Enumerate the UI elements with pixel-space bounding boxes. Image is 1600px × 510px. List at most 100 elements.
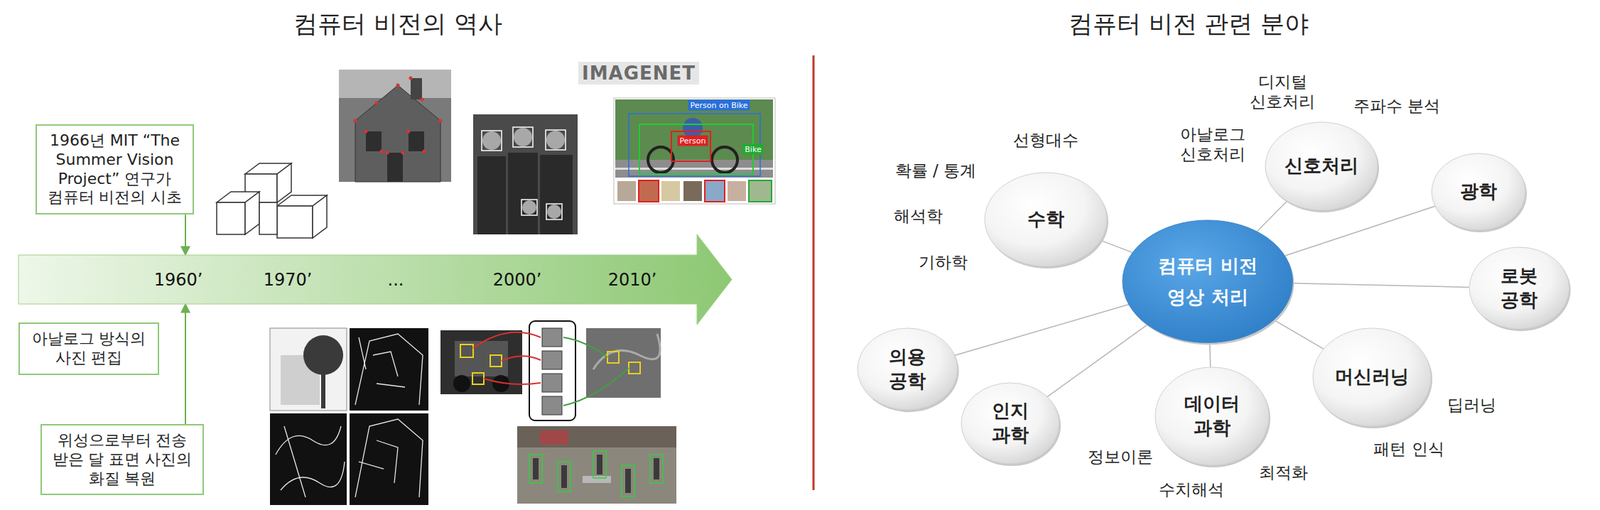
divider-line: [813, 55, 815, 491]
field-ellipse: 로봇 공학: [1467, 245, 1572, 332]
faces-photo-part: [547, 204, 562, 219]
feature-matching-figure-part: [483, 378, 541, 385]
imagenet-collage-part: [660, 180, 681, 202]
field-label: 패턴 인식: [1373, 438, 1444, 461]
imagenet-collage-part: [704, 180, 725, 202]
faces-photo-part: [522, 200, 537, 215]
edge-detection-panels-part: [275, 333, 423, 498]
imagenet-collage-part: [726, 180, 747, 202]
feature-matching-figure-part: [607, 351, 641, 374]
imagenet-collage-part: [748, 180, 772, 202]
edge-detection-panels-part: [275, 426, 345, 498]
feature-matching-figure-part: [586, 328, 661, 398]
box-text: 1966년 MIT “The Summer Vision Project” 연구…: [41, 131, 189, 208]
feature-matching-figure-part: [490, 355, 502, 367]
ellipse-fill: [984, 172, 1107, 267]
center-ellipse: 컴퓨터 비전 영상 처리: [1120, 218, 1295, 345]
imagenet-collage-part: [639, 124, 754, 175]
house-photo-part: [396, 83, 400, 88]
feature-matching-figure-part: [542, 373, 562, 393]
field-ellipse: 머신러닝: [1310, 326, 1434, 429]
field-label: 해석학: [893, 205, 943, 228]
connector: [1273, 319, 1324, 349]
house-photo-part: [365, 131, 382, 152]
faces-photo-part: [546, 130, 565, 150]
imagenet-collage-part: [615, 99, 774, 178]
connector: [1100, 240, 1133, 253]
feature-matching-figure-part: [460, 344, 474, 358]
ellipse-text: 로봇 공학: [1490, 264, 1548, 313]
faces-photo-part: [477, 152, 573, 235]
faces-photo-part: [521, 199, 538, 216]
imagenet-collage-part: [682, 180, 703, 202]
faces-photo-part: [473, 114, 578, 235]
field-label: 아날로그 신호처리: [1177, 125, 1249, 165]
house-photo-part: [355, 85, 441, 182]
ellipse-text-group: 의용 공학: [878, 345, 936, 394]
feature-matching-figure-part: [563, 368, 629, 406]
edge-detection-panels-part: [358, 337, 405, 388]
feature-matching-figure-part: [453, 375, 471, 393]
street-photo-part: [557, 461, 571, 492]
connector: [954, 304, 1129, 356]
feature-matching-figure-part: [454, 341, 508, 377]
ellipse-text: 인지 과학: [981, 399, 1039, 448]
street-photo-part: [529, 454, 543, 484]
connector: [1047, 324, 1148, 398]
ellipse-shape: [1120, 218, 1295, 345]
event-box: 아날로그 방식의 사진 편집: [18, 322, 160, 376]
bbox-tag: Person: [677, 135, 709, 147]
edge-detection-panels-part: [349, 328, 429, 411]
connector: [1293, 283, 1470, 288]
house-photo-part: [380, 149, 384, 154]
feature-matching-figure: [440, 321, 661, 421]
timeline-year: 1960’: [154, 269, 204, 290]
field-ellipse: 데이터 과학: [1153, 365, 1272, 468]
faces-photo-part: [507, 152, 538, 235]
street-photo-part: [532, 454, 660, 494]
feature-matching-figure-part: [460, 344, 502, 385]
ellipse-fill: [857, 328, 958, 410]
edge-detection-panels-part: [269, 328, 347, 411]
faces-photo-part: [482, 131, 501, 150]
street-photo-part: [561, 465, 567, 489]
street-photo-part: [517, 426, 677, 448]
field-label: 최적화: [1258, 461, 1308, 484]
box-text: 아날로그 방식의 사진 편집: [24, 329, 154, 369]
block-drawing-part: [259, 202, 278, 235]
feature-matching-figure-part: [542, 328, 562, 415]
logo-text: IMAGENET: [578, 61, 700, 85]
street-photo-part: [596, 454, 603, 475]
ellipse-fill: [1312, 328, 1431, 427]
field-ellipse: 신호처리: [1263, 120, 1380, 213]
ellipse-text-group: 수학: [1027, 207, 1065, 232]
panel-title: 컴퓨터 비전의 역사: [293, 7, 503, 41]
field-label: 디지털 신호처리: [1246, 72, 1318, 112]
faces-photo-part: [477, 156, 506, 235]
divider-line-part: [812, 55, 815, 491]
timeline-arrow: 1960’1970’...2000’2010’: [18, 255, 732, 305]
field-label: 기하학: [918, 251, 968, 274]
event-box: 위성으로부터 전송 받은 달 표면 사진의 화질 복원: [40, 424, 204, 496]
street-photo: [517, 426, 677, 504]
ellipse-text: 의용 공학: [878, 345, 936, 394]
block-drawing-part: [216, 202, 246, 235]
timeline-year: 2010’: [608, 269, 658, 290]
ellipse-fill: [1265, 122, 1378, 211]
field-label: 딥러닝: [1447, 394, 1497, 417]
connector: [184, 214, 187, 256]
feature-matching-figure-part: [473, 332, 541, 349]
ellipse-shape: [1153, 365, 1272, 468]
imagenet-collage-part: [628, 113, 761, 177]
feature-matching-figure-part: [440, 330, 523, 395]
connector: [1256, 201, 1287, 232]
feature-matching-figure-part: [542, 350, 562, 370]
bbox-tag: Person on Bike: [687, 100, 750, 111]
edge-detection-panels-part: [303, 335, 344, 376]
edge-detection-panels-part: [355, 419, 423, 498]
house-photo-part: [439, 119, 443, 123]
field-ellipse: 인지 과학: [959, 380, 1062, 467]
house-photo-part: [410, 78, 423, 100]
edge-detection-panels-part: [269, 413, 347, 506]
faces-photo-part: [545, 130, 566, 150]
